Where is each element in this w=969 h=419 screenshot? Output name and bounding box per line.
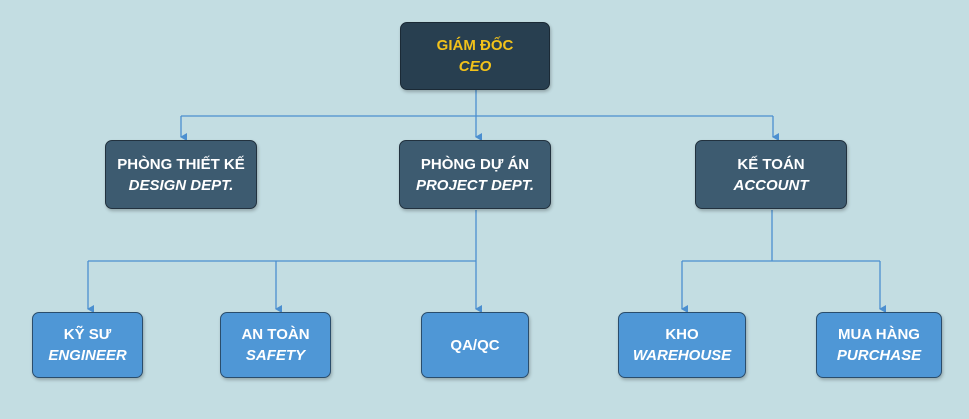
node-engineer[interactable]: KỸ SƯ ENGINEER (32, 312, 143, 378)
node-purchase-en: PURCHASE (836, 347, 922, 364)
node-ceo[interactable]: GIÁM ĐỐC CEO (400, 22, 550, 90)
node-qaqc[interactable]: QA/QC (421, 312, 529, 378)
node-design-dept-vi: PHÒNG THIẾT KẾ (117, 155, 245, 173)
node-account-en: ACCOUNT (733, 176, 809, 194)
node-design-dept-en: DESIGN DEPT. (128, 176, 234, 194)
node-engineer-vi: KỸ SƯ (63, 326, 112, 343)
node-warehouse-en: WAREHOUSE (632, 347, 732, 364)
node-purchase[interactable]: MUA HÀNG PURCHASE (816, 312, 942, 378)
node-account-vi: KẾ TOÁN (737, 155, 805, 173)
node-warehouse-vi: KHO (665, 326, 699, 343)
node-safety-en: SAFETY (245, 347, 306, 364)
node-account[interactable]: KẾ TOÁN ACCOUNT (695, 140, 847, 209)
node-safety[interactable]: AN TOÀN SAFETY (220, 312, 331, 378)
node-ceo-en: CEO (458, 58, 492, 75)
node-purchase-vi: MUA HÀNG (838, 326, 920, 343)
node-qaqc-label: QA/QC (450, 336, 500, 354)
node-design-dept[interactable]: PHÒNG THIẾT KẾ DESIGN DEPT. (105, 140, 257, 209)
node-project-dept[interactable]: PHÒNG DỰ ÁN PROJECT DEPT. (399, 140, 551, 209)
node-project-dept-en: PROJECT DEPT. (415, 176, 535, 194)
node-engineer-en: ENGINEER (48, 347, 127, 364)
node-warehouse[interactable]: KHO WAREHOUSE (618, 312, 746, 378)
node-project-dept-vi: PHÒNG DỰ ÁN (420, 155, 530, 173)
node-safety-vi: AN TOÀN (241, 326, 310, 343)
node-ceo-vi: GIÁM ĐỐC (436, 37, 514, 54)
